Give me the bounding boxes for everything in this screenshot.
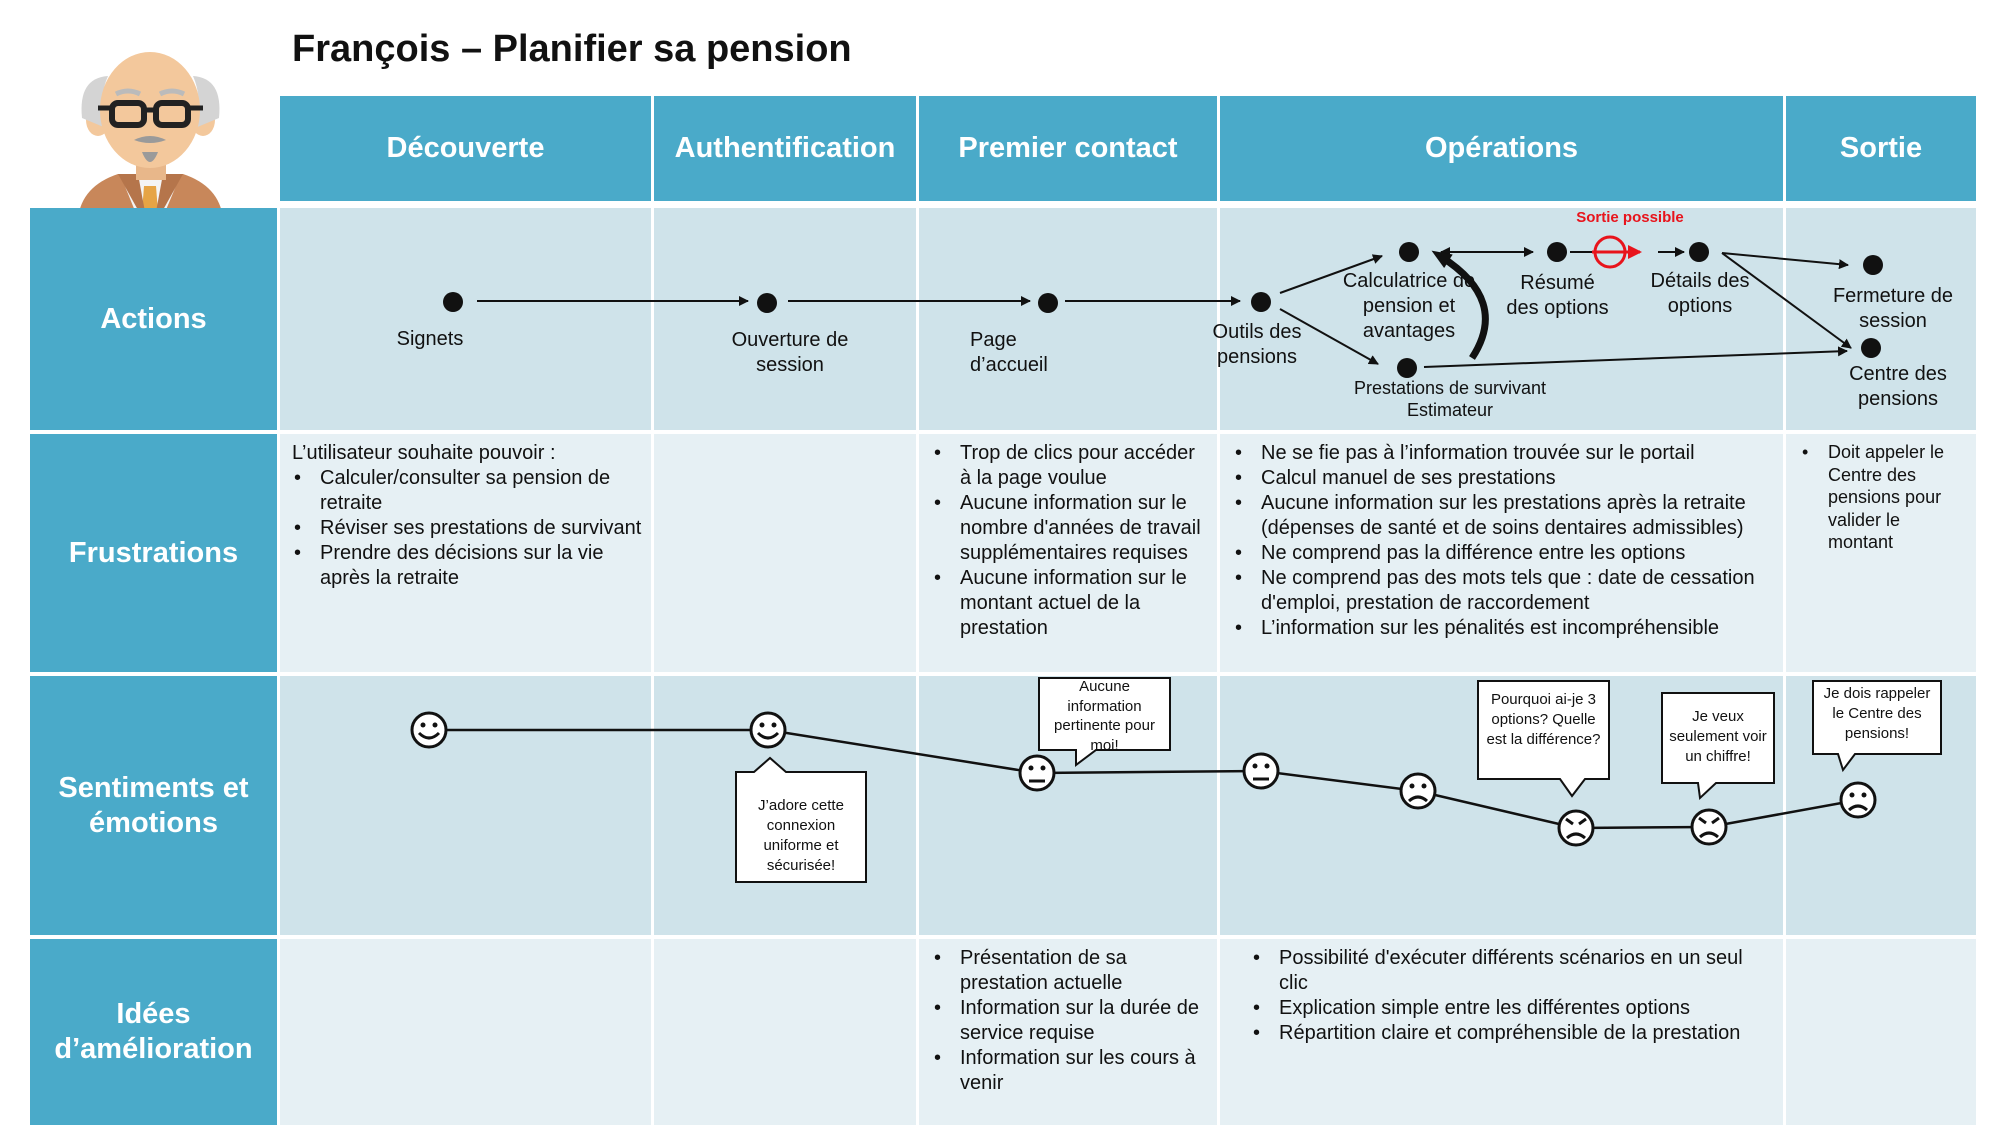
list-item: Présentation de sa prestation actuelle — [932, 946, 1210, 996]
list-item: Possibilité d'exécuter différents scénar… — [1251, 946, 1773, 996]
bubble-pourquoi — [1477, 680, 1610, 798]
row-header-ideas: Idées d’amélioration — [30, 939, 277, 1125]
action-label-ouverture: Ouverture de session — [731, 329, 849, 376]
list-item: L’information sur les pénalités est inco… — [1233, 616, 1778, 641]
list-item: Prendre des décisions sur la vie après l… — [292, 541, 642, 591]
node-calculatrice — [1399, 242, 1419, 262]
happy-face-icon — [749, 711, 787, 749]
emotion-curve — [429, 728, 1859, 830]
ideas-premier-contact: Présentation de sa prestation actuelle I… — [932, 946, 1210, 1096]
list-item: Ne comprend pas la différence entre les … — [1233, 541, 1778, 566]
stage-header-operations: Opérations — [1220, 96, 1783, 201]
stage-header-authentification: Authentification — [654, 96, 916, 201]
node-accueil — [1038, 293, 1058, 313]
node-outils — [1251, 292, 1271, 312]
sad-face-icon — [1399, 772, 1437, 810]
list-item: Explication simple entre les différentes… — [1251, 996, 1773, 1021]
exit-possible-icon — [1592, 235, 1642, 269]
list-item: Répartition claire et compréhensible de … — [1251, 1021, 1773, 1046]
list-item: Calculer/consulter sa pension de retrait… — [292, 466, 642, 516]
action-label-accueil: Page d’accueil — [970, 329, 1048, 376]
stage-header-premier-contact: Premier contact — [919, 96, 1217, 201]
stage-header-sortie: Sortie — [1786, 96, 1976, 201]
node-resume — [1547, 242, 1567, 262]
column-divider — [651, 208, 654, 1125]
bubble-rappeler — [1812, 680, 1942, 773]
ideas-operations: Possibilité d'exécuter différents scénar… — [1233, 946, 1773, 1046]
exit-possible-label: Sortie possible — [1576, 209, 1684, 226]
action-label-fermeture: Fermeture de session — [1832, 285, 1954, 332]
page-title: François – Planifier sa pension — [292, 28, 852, 70]
column-divider — [916, 208, 919, 1125]
row-header-emotions: Sentiments et émotions — [30, 676, 277, 935]
node-signets — [443, 292, 463, 312]
node-ouverture — [757, 293, 777, 313]
list-item: Ne comprend pas des mots tels que : date… — [1233, 566, 1778, 616]
frustrations-sortie: Doit appeler le Centre des pensions pour… — [1800, 441, 1970, 554]
node-prestations — [1397, 358, 1417, 378]
bubble-text-jadore: J’adore cette connexion uniforme et sécu… — [758, 797, 844, 874]
list-item: Réviser ses prestations de survivant — [292, 516, 642, 541]
node-fermeture — [1863, 255, 1883, 275]
list-item: Information sur les cours à venir — [932, 1046, 1210, 1096]
row-header-frustrations: Frustrations — [30, 434, 277, 672]
row-header-actions: Actions — [30, 208, 277, 430]
action-label-resume: Résumé des options — [1506, 272, 1609, 319]
action-label-details: Détails des options — [1650, 270, 1750, 317]
action-flow-arrows — [477, 247, 1852, 368]
loop-arrow — [1431, 250, 1489, 360]
action-nodes — [443, 242, 1883, 378]
list-item: Doit appeler le Centre des pensions pour… — [1800, 441, 1970, 554]
column-divider — [1217, 208, 1220, 1125]
bubble-text-aucune: Aucune information pertinente pour moi! — [1054, 678, 1155, 754]
list-item: Information sur la durée de service requ… — [932, 996, 1210, 1046]
list-item: Aucune information sur le nombre d'année… — [932, 491, 1210, 566]
bubble-aucune — [1038, 677, 1171, 767]
action-label-calculatrice: Calculatrice de pension et avantages — [1342, 270, 1476, 342]
neutral-face-icon — [1018, 754, 1056, 792]
list-item: Aucune information sur les prestations a… — [1233, 491, 1778, 541]
list-item: Aucune information sur le montant actuel… — [932, 566, 1210, 641]
action-label-outils: Outils des pensions — [1212, 321, 1302, 368]
happy-face-icon — [410, 711, 448, 749]
emotion-faces — [410, 711, 1877, 847]
node-centre — [1861, 338, 1881, 358]
bubble-text-pourquoi: Pourquoi ai-je 3 options? Quelle est la … — [1486, 691, 1601, 748]
frustrations-operations: Ne se fie pas à l’information trouvée su… — [1233, 441, 1778, 641]
bubble-text-chiffre: Je veux seulement voir un chiffre! — [1669, 708, 1767, 765]
node-details — [1689, 242, 1709, 262]
bubble-chiffre — [1661, 692, 1775, 801]
column-divider — [1783, 208, 1786, 1125]
bubble-jadore — [735, 756, 867, 883]
stage-header-decouverte: Découverte — [280, 96, 651, 201]
frustrations-premier-contact: Trop de clics pour accéder à la page vou… — [932, 441, 1210, 641]
frustrations-decouverte: L’utilisateur souhaite pouvoir : Calcule… — [292, 441, 642, 591]
action-label-signets: Signets — [396, 328, 464, 350]
bubble-text-rappeler: Je dois rappeler le Centre des pensions! — [1823, 685, 1931, 742]
action-label-prestations: Prestations de survivant Estimateur — [1353, 378, 1547, 420]
list-item: Ne se fie pas à l’information trouvée su… — [1233, 441, 1778, 466]
frustrations-decouverte-intro: L’utilisateur souhaite pouvoir : — [292, 442, 556, 464]
speech-bubbles — [735, 677, 1942, 883]
angry-face-icon — [1690, 808, 1728, 846]
sad-face-icon — [1839, 781, 1877, 819]
neutral-face-icon — [1242, 752, 1280, 790]
list-item: Trop de clics pour accéder à la page vou… — [932, 441, 1210, 491]
list-item: Calcul manuel de ses prestations — [1233, 466, 1778, 491]
action-label-centre: Centre des pensions — [1849, 363, 1947, 410]
angry-face-icon — [1557, 809, 1595, 847]
